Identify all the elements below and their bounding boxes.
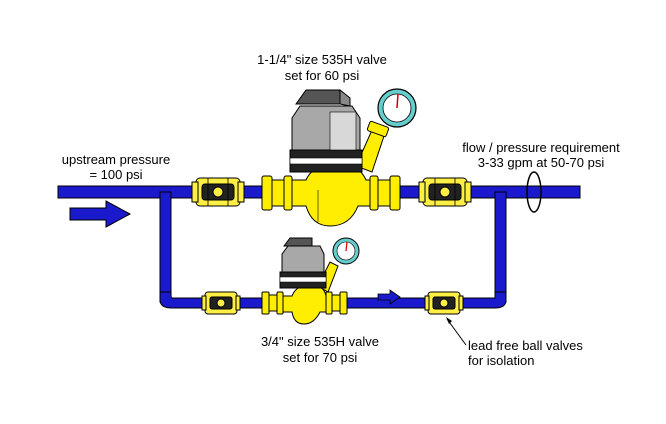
bypass-left-riser [159,191,172,303]
ball-valves-label-line2: for isolation [468,353,534,368]
bypass-valve-label-line1: 3/4" size 535H valve [261,334,379,349]
ball-valve-main-upstream [191,177,245,207]
bypass-pressure-reducing-valve [261,237,360,325]
ball-valve-bypass-upstream [201,291,241,315]
ball-valve-bypass-downstream [424,291,464,315]
requirement-label-line2: 3-33 gpm at 50-70 psi [478,155,605,170]
ball-valve-leader [446,318,467,346]
bypass-valve-label-line2: set for 70 psi [283,350,358,365]
main-valve-label-line1: 1-1/4" size 535H valve [257,52,387,67]
ball-valve-main-downstream [418,177,472,207]
requirement-label-line1: flow / pressure requirement [462,140,620,155]
flow-requirement-ring [526,171,542,213]
ball-valves-label-line1: lead free ball valves [468,338,583,353]
bypass-flow-arrow [377,289,401,305]
bypass-right-riser [494,191,507,303]
upstream-flow-arrow [69,200,132,228]
upstream-pressure-label-line1: upstream pressure [62,152,170,167]
ball-valve-leader-arrowhead [446,317,452,324]
main-pressure-reducing-valve [261,88,417,227]
main-valve-label-line2: set for 60 psi [285,68,360,83]
upstream-pressure-label-line2: = 100 psi [89,167,142,182]
